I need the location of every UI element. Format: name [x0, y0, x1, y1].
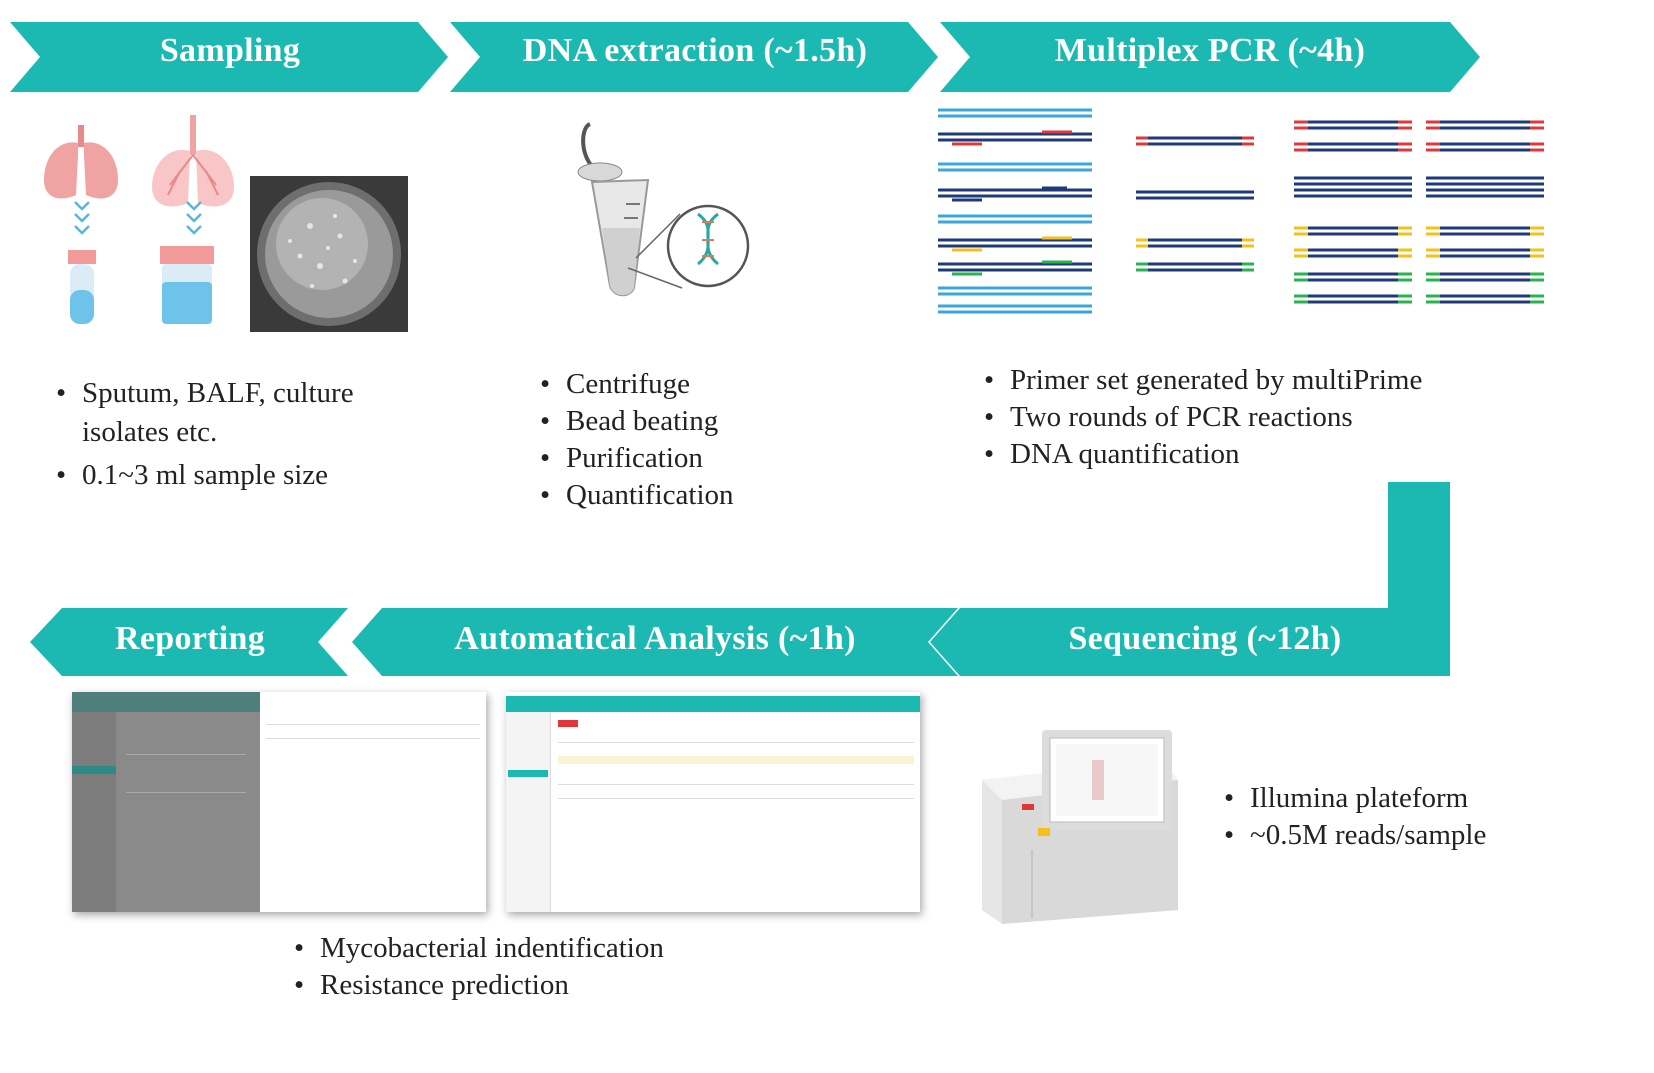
analysis-screenshot: [506, 692, 920, 912]
analysis-header-bar: [506, 696, 920, 712]
extraction-tube-illustration: [577, 122, 750, 297]
round1-products: [1136, 136, 1254, 272]
microtube-icon: [577, 122, 650, 297]
bullet-item: ~0.5M reads/sample: [1222, 817, 1562, 854]
bullet-item: DNA quantification: [982, 436, 1502, 473]
arrow-extraction: [450, 22, 938, 92]
report-sidebar: [72, 712, 116, 912]
lung-bronchi-icon: [152, 115, 234, 207]
bullet-item: Sputum, BALF, culture isolates etc.: [54, 374, 384, 452]
round2-products: [1294, 120, 1544, 304]
sequencing-bullets: Illumina plateform ~0.5M reads/sample: [1222, 780, 1562, 854]
pcr-bullets: Primer set generated by multiPrime Two r…: [982, 362, 1502, 473]
culture-plate-photo: [250, 176, 408, 332]
report-panel: [260, 692, 486, 912]
arrow-analysis: [352, 608, 958, 676]
chevron-down-icon: [74, 201, 202, 235]
arrow-reporting: [30, 608, 348, 676]
sample-container-icon: [160, 246, 214, 324]
step-reporting-label: Reporting: [114, 620, 266, 657]
arrow-pcr: [940, 22, 1480, 92]
lung-icon: [44, 125, 118, 199]
template-strands: [938, 108, 1092, 314]
sequencer-illustration: [982, 730, 1178, 924]
pcr-strands-illustration: [938, 108, 1544, 314]
analysis-sidebar: [506, 712, 551, 912]
report-screenshot: [72, 692, 486, 912]
step-sampling-label: Sampling: [159, 32, 301, 69]
sample-tube-icon: [68, 250, 96, 324]
analysis-bullets: Mycobacterial indentification Resistance…: [292, 930, 772, 1004]
step-extraction-label: DNA extraction (~1.5h): [522, 32, 868, 69]
sampling-bullets: Sputum, BALF, culture isolates etc. 0.1~…: [54, 374, 384, 495]
sampling-illustration: [44, 115, 234, 324]
bullet-item: Two rounds of PCR reactions: [982, 399, 1502, 436]
arrow-sequencing: [930, 608, 1450, 676]
step-sequencing-label: Sequencing (~12h): [1068, 620, 1342, 657]
bullet-item: Bead beating: [538, 403, 798, 440]
dna-helix-icon: [666, 204, 750, 288]
bullet-item: 0.1~3 ml sample size: [54, 456, 384, 495]
arrow-sampling: [10, 22, 448, 92]
bullet-item: Centrifuge: [538, 366, 798, 403]
bullet-item: Primer set generated by multiPrime: [982, 362, 1502, 399]
bullet-item: Mycobacterial indentification: [292, 930, 772, 967]
bullet-item: Purification: [538, 440, 798, 477]
step-pcr-label: Multiplex PCR (~4h): [1054, 32, 1366, 69]
bullet-item: Resistance prediction: [292, 967, 772, 1004]
step-analysis-label: Automatical Analysis (~1h): [454, 620, 856, 657]
bullet-item: Illumina plateform: [1222, 780, 1562, 817]
bullet-item: Quantification: [538, 477, 798, 514]
extraction-bullets: Centrifuge Bead beating Purification Qua…: [538, 366, 798, 514]
